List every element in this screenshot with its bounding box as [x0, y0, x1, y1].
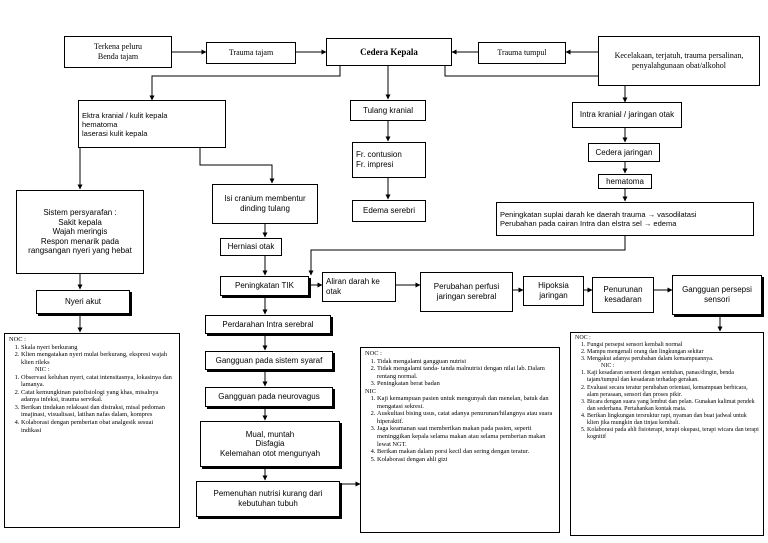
node-cedera-kepala: Cedera Kepala [326, 38, 452, 66]
node-perdarahan: Perdarahan Intra serebral [205, 315, 331, 334]
panel-right-nic-item: Evaluasi secara teratur perubahan orient… [587, 385, 759, 399]
panel-mid-noc-item: Tidak mengalami tanda- tanda malnutrisi … [377, 365, 555, 380]
panel-mid-nic-item: Kaji kemampuan pasien untuk mengunyah da… [377, 395, 555, 410]
node-aliran-darah: Aliran darah ke otak [322, 272, 396, 302]
node-herniasi: Herniasi otak [220, 238, 282, 256]
panel-right-nic-title: NIC : [601, 363, 615, 370]
panel-mid-nic-item: Berikan makan dalam porsi kecil dan seri… [377, 448, 555, 456]
panel-left-nic-list: Observasi keluhan nyeri, catat intensita… [9, 374, 175, 434]
node-kecelakaan: Kecelakaan, terjatuh, trauma persalinan,… [598, 36, 760, 86]
panel-right-noc-item: Mengakui adanya perubahan dalam kemampua… [587, 356, 759, 363]
panel-left-nic-item: Observasi keluhan nyeri, catat intensita… [21, 374, 175, 389]
panel-mid-noc-list: Tidak mengalami gangguan nutrisi Tidak m… [365, 358, 555, 388]
node-cedera-jaringan: Cedera jaringan [588, 143, 660, 162]
panel-right-noc-item: Fungsi persepsi sensori kembali normal [587, 342, 759, 349]
panel-persepsi: NOC : Fungsi persepsi sensori kembali no… [570, 332, 764, 536]
line-ekstra-isi [199, 148, 275, 184]
panel-left-noc-item: Klien mengatakan nyeri mulai berkurang, … [21, 351, 175, 366]
node-ekstra-kranial: Ektra kranial / kulit kepala hematoma la… [78, 100, 226, 148]
node-tulang-kranial: Tulang kranial [350, 100, 426, 121]
node-peningkatan-suplai: Peningkatan suplai darah ke daerah traum… [496, 202, 754, 236]
panel-right-nic-list: Kaji kesadaran sensori dengan sentuhan, … [575, 370, 759, 441]
line-cedera-ekstra [149, 66, 341, 101]
panel-right-nic-item: Kaji kesadaran sensori dengan sentuhan, … [587, 370, 759, 384]
line-cedera-intra [444, 66, 628, 103]
panel-mid-noc-item: Tidak mengalami gangguan nutrisi [377, 358, 555, 366]
panel-mid-noc-title: NOC : [365, 350, 382, 357]
node-isi-cranium: Isi cranium membentur dinding tulang [212, 184, 318, 224]
panel-mid-nic-item: Kolaborasi dengan ahli gizi [377, 456, 555, 464]
node-hematoma: hematoma [598, 174, 652, 189]
panel-left-noc-item: Skala nyeri berkurang [21, 344, 175, 352]
node-penurunan-kesadaran: Penurunan kesadaran [592, 277, 654, 313]
panel-nutrisi: NOC : Tidak mengalami gangguan nutrisi T… [360, 347, 560, 533]
panel-mid-nic-title: NIC [365, 387, 377, 395]
panel-mid-noc-item: Peningkatan berat badan [377, 380, 555, 388]
panel-mid-nic-item: Jaga keamanan saat memberikan makan pada… [377, 425, 555, 448]
panel-right-nic-item: Kolaborasi pada ahli fisioterapi, terapi… [587, 427, 759, 441]
node-fr: Fr. contusion Fr. impresi [352, 142, 426, 178]
panel-right-nic-item: Berikan lingkungan tersruktur rapi, nyam… [587, 413, 759, 427]
panel-mid-nic-item: Auskultasi bising usus, catat adanya pen… [377, 410, 555, 425]
node-gangguan-syaraf: Gangguan pada sistem syaraf [205, 351, 333, 370]
node-peningkatan-tik: Peningkatan TIK [220, 276, 309, 296]
panel-left-noc-title: NOC : [9, 336, 26, 343]
node-trauma-tumpul: Trauma tumpul [478, 42, 566, 64]
node-perubahan-perfusi: Perubahan perfusi jaringan serebral [420, 272, 513, 312]
panel-left-nic-item: Berikan tindakan relaksasi dan distraksi… [21, 404, 175, 419]
panel-mid-nic-list: Kaji kemampuan pasien untuk mengunyah da… [365, 395, 555, 463]
node-pemenuhan: Pemenuhan nutrisi kurang dari kebutuhan … [196, 481, 340, 517]
panel-left-nic-item: Kolaborasi dengan pemberian obat analges… [21, 419, 175, 434]
panel-nyeri-akut: NOC : Skala nyeri berkurang Klien mengat… [4, 333, 180, 528]
node-terkena: Terkena peluru Benda tajam [64, 36, 172, 68]
node-intra-kranial: Intra kranial / jaringan otak [572, 102, 682, 128]
panel-left-nic-title: NIC : [35, 366, 50, 374]
node-trauma-tajam: Trauma tajam [206, 42, 296, 64]
panel-right-noc-item: Mampu mengenali orang dan lingkungan sek… [587, 349, 759, 356]
node-hipoksia: Hipoksia jaringan [523, 276, 584, 306]
node-gangguan-vagus: Gangguan pada neurovagus [205, 387, 333, 407]
node-nyeri-akut: Nyeri akut [36, 290, 130, 314]
panel-right-nic-item: Bicara dengan suara yang lembut dan pela… [587, 399, 759, 413]
panel-left-nic-item: Catat kemungkinan patofisiologi yang kha… [21, 389, 175, 404]
line-peningkatan-tik [308, 236, 626, 276]
node-sistem-persarafan: Sistem persyarafan : Sakit kepala Wajah … [16, 190, 144, 274]
panel-right-noc-list: Fungsi persepsi sensori kembali normal M… [575, 342, 759, 363]
panel-left-noc-list: Skala nyeri berkurang Klien mengatakan n… [9, 344, 175, 367]
node-gangguan-persepsi: Gangguan persepsi sensori [672, 275, 762, 315]
node-edema-serebri: Edema serebri [352, 200, 426, 222]
node-mual: Mual, muntah Disfagia Kelemahan otot men… [200, 421, 340, 467]
panel-right-noc-title: NOC : [575, 335, 591, 341]
